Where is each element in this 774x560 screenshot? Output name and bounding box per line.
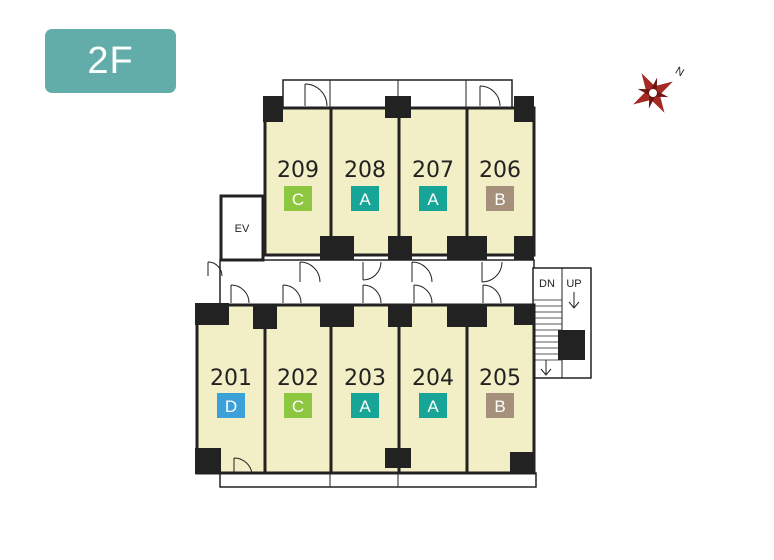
stair-shaft — [558, 330, 585, 360]
unit-type-badge — [486, 186, 514, 211]
room-number: 203 — [344, 366, 386, 391]
room-203[interactable]: 203 A — [329, 303, 401, 475]
floor-label: 2F — [87, 39, 134, 82]
unit-type-badge — [351, 393, 379, 418]
unit-type-letter: B — [494, 190, 505, 209]
room-number: 202 — [277, 366, 319, 391]
room-number: 201 — [210, 366, 252, 391]
unit-type-badge — [351, 186, 379, 211]
floor-badge: 2F — [45, 29, 176, 93]
room-206[interactable]: 206 B — [465, 106, 536, 257]
stair-up-arrow-icon — [568, 292, 580, 309]
room-number: 207 — [412, 158, 454, 183]
room-205[interactable]: 205 B — [465, 303, 536, 475]
room-number: 209 — [277, 158, 319, 183]
compass-rose-icon — [633, 73, 673, 113]
room-201[interactable]: 201 D — [195, 303, 267, 475]
unit-type-badge — [284, 393, 312, 418]
unit-type-letter: A — [427, 190, 439, 209]
unit-type-badge — [217, 393, 245, 418]
room-207[interactable]: 207 A — [397, 106, 469, 257]
unit-type-badge — [486, 393, 514, 418]
room-204[interactable]: 204 A — [397, 303, 469, 475]
unit-type-badge — [419, 186, 447, 211]
unit-type-letter: A — [359, 190, 371, 209]
elevator-label: EV — [235, 223, 250, 235]
unit-type-letter: C — [292, 397, 304, 416]
north-label: N — [673, 65, 686, 79]
unit-type-letter: B — [494, 397, 505, 416]
room-208[interactable]: 208 A — [329, 106, 401, 257]
room-number: 204 — [412, 366, 454, 391]
unit-type-letter: A — [427, 397, 439, 416]
room-202[interactable]: 202 C — [263, 303, 333, 475]
unit-type-letter: A — [359, 397, 371, 416]
stair-down-arrow-icon — [540, 360, 552, 376]
unit-type-badge — [284, 186, 312, 211]
stair-down-label: DN — [539, 278, 555, 290]
room-number: 208 — [344, 158, 386, 183]
structural-columns — [195, 96, 534, 474]
unit-type-badge — [419, 393, 447, 418]
south-balcony — [219, 472, 537, 488]
room-number: 206 — [479, 158, 521, 183]
room-209[interactable]: 209 C — [263, 106, 333, 257]
corridor — [219, 259, 535, 306]
doors — [207, 83, 503, 475]
unit-type-letter: C — [292, 190, 304, 209]
room-number: 205 — [479, 366, 521, 391]
unit-type-letter: D — [225, 397, 237, 416]
elevator — [219, 194, 265, 262]
stair-up-label: UP — [566, 278, 581, 290]
